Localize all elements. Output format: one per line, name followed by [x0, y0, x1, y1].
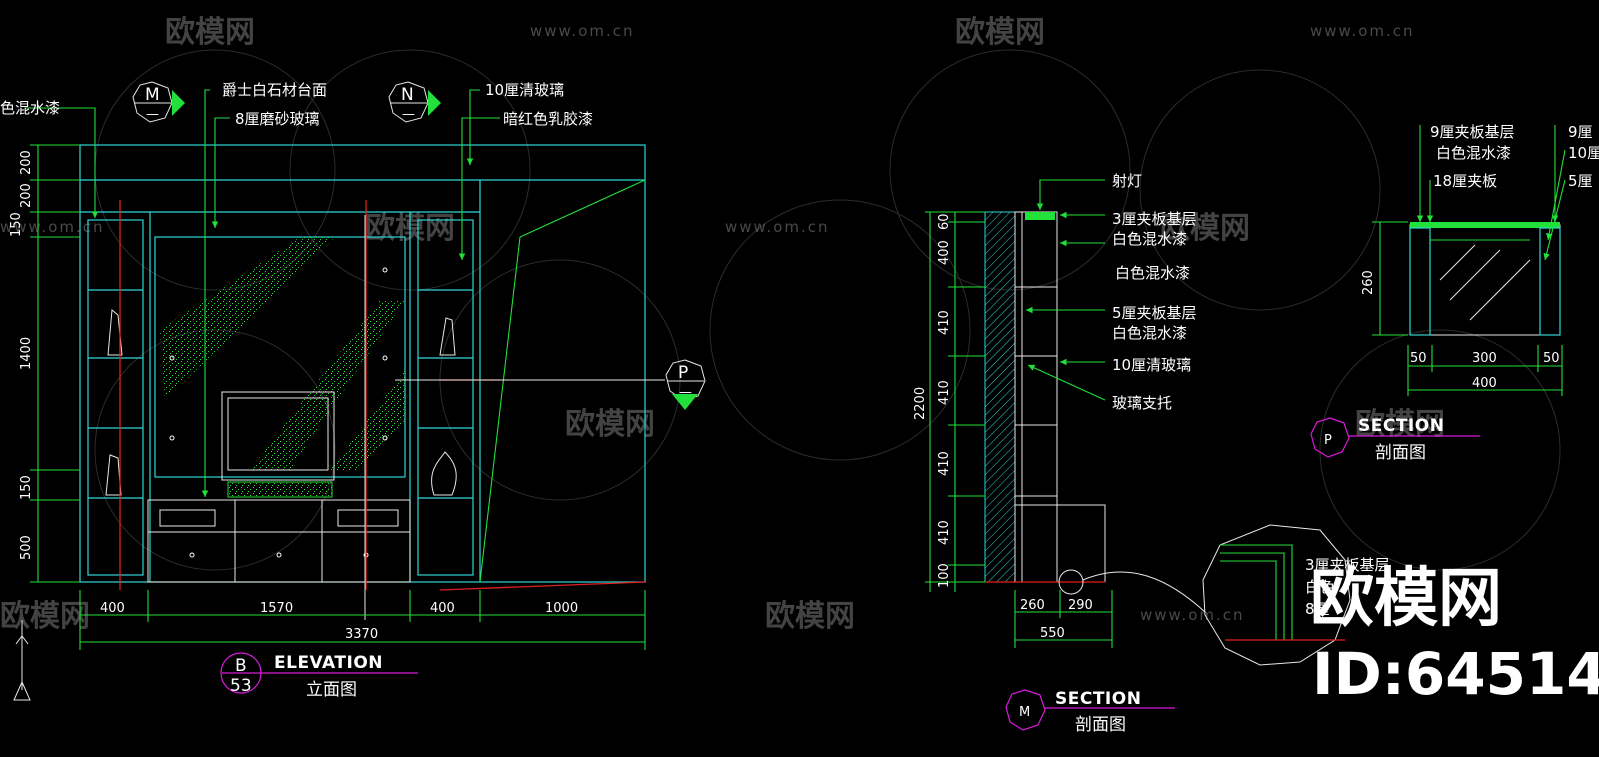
big-watermark-id: ID:645144 [1312, 640, 1599, 708]
m-vdim-total-2200: 2200 [913, 387, 928, 420]
label-p-ply9-line2: 白色混水漆 [1436, 144, 1511, 162]
vdim-150a: 150 [9, 212, 24, 237]
elevation-title-en: ELEVATION [274, 653, 383, 673]
m-hdim-total-550: 550 [1040, 626, 1065, 641]
p-hdim-total-400: 400 [1472, 376, 1497, 391]
hdim-400a: 400 [100, 601, 125, 616]
watermark-url: www.om.cn [725, 218, 830, 236]
p-hdim-50a: 50 [1410, 351, 1427, 366]
marker-p-letter: P [678, 363, 688, 383]
vdim-1400: 1400 [19, 337, 34, 370]
detail-line2: 白色 [1305, 578, 1335, 596]
m-vdim-410b: 410 [937, 380, 952, 405]
watermark-brand: 欧模网 [165, 15, 255, 50]
section-m-title-cn: 剖面图 [1075, 715, 1126, 735]
section-m-marker: M [1019, 705, 1030, 720]
label-ply3-line2: 白色混水漆 [1112, 230, 1187, 248]
label-p-right-5: 5厘 [1568, 172, 1593, 190]
vdim-200b: 200 [19, 183, 34, 208]
vdim-500: 500 [19, 535, 34, 560]
watermark-brand: 欧模网 [955, 15, 1045, 50]
marker-p-dash: — [679, 385, 692, 400]
label-ply3-line1: 3厘夹板基层 [1112, 210, 1197, 228]
label-spotlight: 射灯 [1112, 172, 1142, 190]
marker-n-letter: N [401, 85, 414, 105]
p-vdim-260: 260 [1361, 270, 1376, 295]
section-m-title-en: SECTION [1055, 689, 1141, 709]
label-marble-top: 爵士白石材台面 [222, 81, 327, 99]
label-paint-left: 色混水漆 [0, 99, 60, 117]
watermark-url: www.om.cn [1140, 606, 1245, 624]
m-vdim-400: 400 [937, 240, 952, 265]
section-p-marker: P [1324, 433, 1332, 448]
m-vdim-60: 60 [937, 213, 952, 230]
vdim-150b: 150 [19, 475, 34, 500]
label-white-paint: 白色混水漆 [1115, 264, 1190, 282]
elevation-title-circle-top: B [235, 656, 247, 676]
label-p-ply9-right: 9厘 [1568, 123, 1593, 141]
watermark-brand: 欧模网 [565, 407, 655, 442]
big-watermark-brand: 欧模网 [1310, 562, 1502, 636]
hdim-1570: 1570 [260, 601, 293, 616]
label-frosted-glass: 8厘磨砂玻璃 [235, 110, 320, 128]
label-ply5-line2: 白色混水漆 [1112, 324, 1187, 342]
watermark-url: www.om.cn [1310, 22, 1415, 40]
watermark-brand: 欧模网 [0, 599, 90, 634]
hdim-total-3370: 3370 [345, 627, 378, 642]
m-vdim-410d: 410 [937, 520, 952, 545]
label-p-ply9-line1: 9厘夹板基层 [1430, 123, 1515, 141]
vdim-200a: 200 [19, 150, 34, 175]
m-vdim-100: 100 [937, 563, 952, 588]
marker-m-letter: M [145, 85, 160, 105]
elevation-drawing: M — N — P — 色混水漆 爵士白石材台面 8厘磨砂玻璃 10厘清玻璃 暗… [0, 81, 706, 701]
detail-line1: 3厘夹板基层 [1305, 556, 1390, 574]
label-p-right-10: 10厘 [1568, 144, 1599, 162]
m-vdim-410a: 410 [937, 310, 952, 335]
m-hdim-290: 290 [1068, 598, 1093, 613]
section-p-drawing: 9厘夹板基层 白色混水漆 18厘夹板 9厘 10厘 5厘 260 50 300 … [1310, 123, 1599, 463]
hdim-1000: 1000 [545, 601, 578, 616]
label-clear-glass: 10厘清玻璃 [485, 81, 564, 99]
watermarks: 欧模网 www.om.cn 欧模网 www.om.cn 欧模网 www.om.c… [0, 15, 1445, 634]
p-hdim-300: 300 [1472, 351, 1497, 366]
section-p-title-cn: 剖面图 [1375, 443, 1426, 463]
label-red-latex: 暗红色乳胶漆 [503, 110, 593, 128]
detail-line3: 8厘 [1305, 600, 1330, 618]
p-hdim-50b: 50 [1543, 351, 1560, 366]
detail-bubble: 3厘夹板基层 白色 8厘 [1202, 524, 1390, 666]
elevation-title-circle-bottom: 53 [230, 676, 252, 696]
watermark-brand: 欧模网 [765, 599, 855, 634]
label-p-ply18: 18厘夹板 [1433, 172, 1497, 190]
elevation-title-cn: 立面图 [306, 680, 357, 700]
watermark-brand: 欧模网 [1160, 211, 1250, 246]
label-glass-support: 玻璃支托 [1112, 394, 1172, 412]
watermark-arcs [94, 49, 1561, 571]
watermark-url: www.om.cn [0, 218, 105, 236]
marker-n-dash: — [402, 107, 415, 122]
marker-m-dash: — [146, 107, 159, 122]
m-hdim-260: 260 [1020, 598, 1045, 613]
m-vdim-410c: 410 [937, 451, 952, 476]
section-p-title-en: SECTION [1358, 416, 1444, 436]
hdim-400b: 400 [430, 601, 455, 616]
label-ply5-line1: 5厘夹板基层 [1112, 304, 1197, 322]
watermark-url: www.om.cn [530, 22, 635, 40]
label-clear-glass-m: 10厘清玻璃 [1112, 356, 1191, 374]
section-m-drawing: 射灯 3厘夹板基层 白色混水漆 白色混水漆 5厘夹板基层 白色混水漆 10厘清玻… [913, 172, 1206, 735]
